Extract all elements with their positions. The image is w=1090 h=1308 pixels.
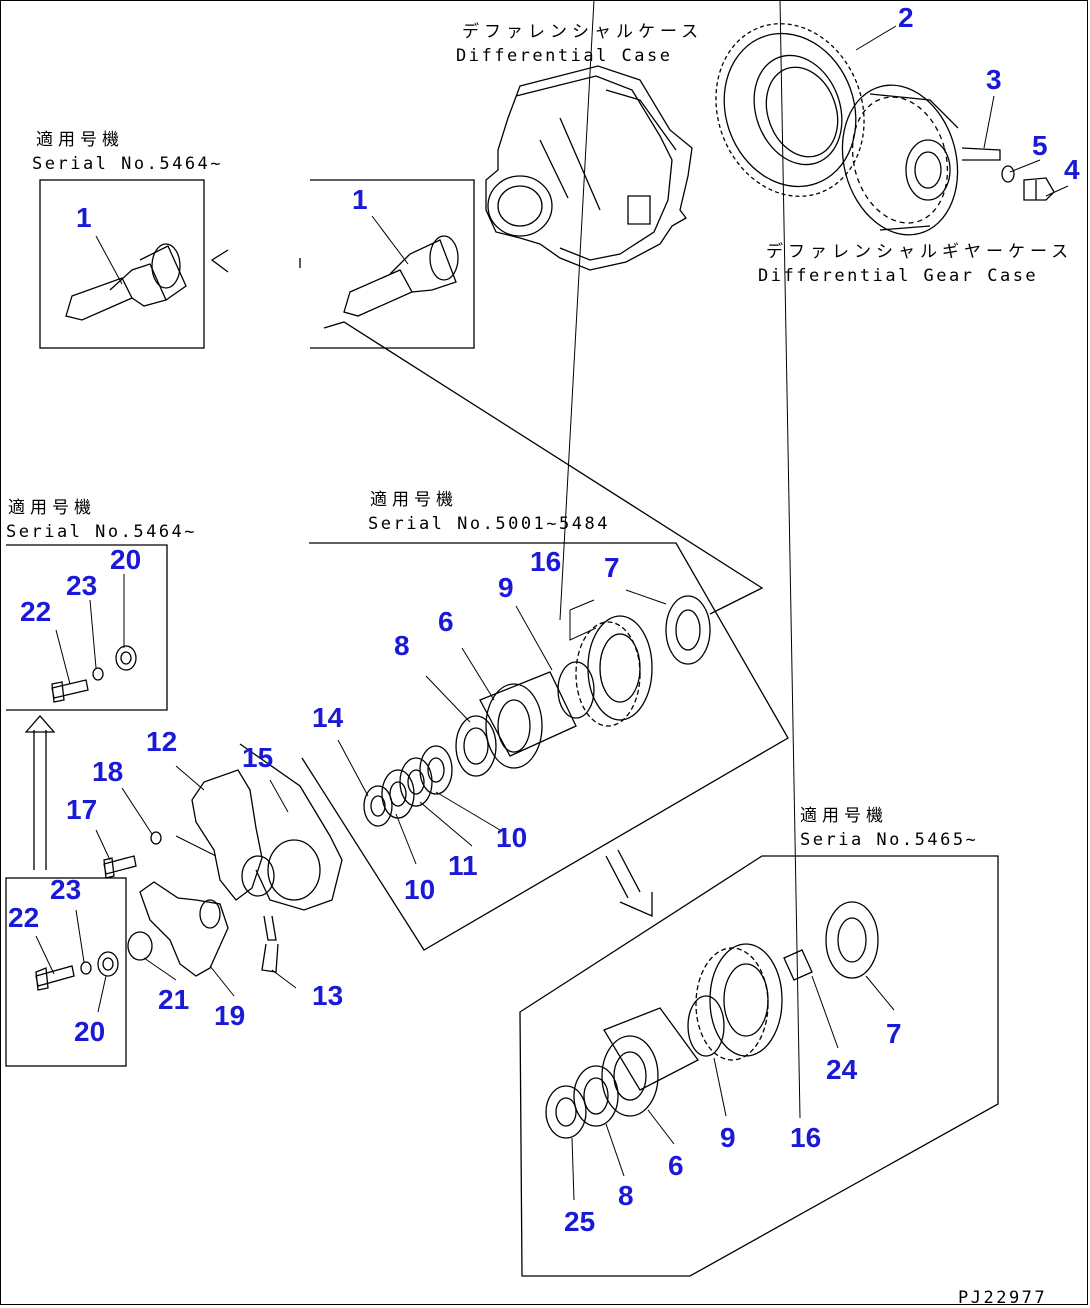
differential-case [485, 65, 693, 271]
caption-applicable-b: 適用号機 [8, 498, 96, 518]
bearing-cage-part-12 [191, 769, 275, 901]
carrier-part-6-new [601, 1007, 699, 1117]
o-ring-part-21 [127, 931, 153, 961]
caption-serial-b: Serial No.5464~ [6, 522, 198, 542]
callout-21: 21 [158, 984, 190, 1015]
pinion-shaft-old [343, 235, 459, 317]
bolt-kit-upper [51, 645, 137, 703]
callout-8-old: 8 [394, 630, 410, 661]
inset-box-bolts-lower [5, 877, 127, 1067]
callout-18: 18 [92, 756, 124, 787]
plates-part-16-old [575, 615, 653, 727]
callout-5: 5 [1032, 130, 1048, 161]
bolt-part-17 [103, 855, 137, 879]
caption-applicable-d: 適用号機 [800, 806, 888, 826]
differential-gear-case [841, 84, 959, 236]
callout-10-right: 10 [496, 822, 528, 853]
callout-12: 12 [146, 726, 178, 757]
gear-part-9-new [687, 995, 725, 1057]
callout-16-old: 16 [530, 546, 562, 577]
callout-6-old: 6 [438, 606, 454, 637]
pinion-shaft-new [65, 243, 187, 321]
callout-16-new: 16 [790, 1122, 822, 1153]
inset-box-pinion-new [39, 179, 205, 349]
callout-1-new: 1 [76, 202, 92, 233]
caption-serial-d: Seria No.5465~ [800, 830, 979, 850]
caption-diff-case-en: Differential Case [456, 46, 673, 66]
bearing-part-7-new [825, 901, 879, 979]
bolt-part-4 [1023, 177, 1055, 201]
down-arrow [605, 849, 653, 917]
callout-7-old: 7 [604, 552, 620, 583]
bearing-part-8-new [573, 1065, 619, 1127]
spacer-part-24 [783, 949, 813, 981]
callout-10-left: 10 [404, 874, 436, 905]
plates-part-16-new [695, 943, 783, 1061]
callout-20-upper: 20 [110, 544, 142, 575]
washer-part-5 [1001, 165, 1015, 183]
callout-4: 4 [1064, 154, 1080, 185]
callout-19: 19 [214, 1000, 246, 1031]
callout-3: 3 [986, 64, 1002, 95]
callout-23-upper: 23 [66, 570, 98, 601]
yoke-part-19 [139, 881, 229, 977]
spacer-part-14 [363, 785, 393, 827]
pin-part-3 [961, 147, 1001, 161]
caption-diff-gear-case-en: Differential Gear Case [758, 266, 1039, 286]
inset-box-pinion-old [310, 179, 475, 349]
washer-part-18 [150, 831, 162, 845]
callout-14: 14 [312, 702, 344, 733]
bolt-kit-lower [35, 951, 119, 991]
caption-diff-gear-case-jp: デファレンシャルギヤーケース [766, 242, 1074, 262]
bearing-part-8-old [455, 715, 497, 777]
cover-part-15 [239, 743, 343, 911]
leader-pinion-to-group [323, 321, 764, 615]
caption-diff-case-jp: デファレンシャルケース [462, 22, 704, 42]
up-arrow [24, 715, 56, 870]
group-outline-old-series [301, 542, 789, 951]
breather-part-13 [261, 915, 279, 973]
group-outline-new-series [519, 855, 999, 1277]
ring-gear [715, 23, 865, 197]
callout-20-lower: 20 [74, 1016, 106, 1047]
shims-10-11 [381, 745, 453, 819]
callout-9-old: 9 [498, 572, 514, 603]
carrier-part-6-old [479, 671, 577, 769]
callout-15: 15 [242, 742, 274, 773]
callout-9-new: 9 [720, 1122, 736, 1153]
callout-2: 2 [898, 2, 914, 33]
callout-24: 24 [826, 1054, 858, 1085]
seal-part-25 [545, 1085, 587, 1139]
caption-applicable-a: 適用号機 [36, 130, 124, 150]
caption-serial-a: Serial No.5464~ [32, 154, 224, 174]
callout-22-lower: 22 [8, 902, 40, 933]
inset-box-bolts-upper [6, 544, 168, 711]
callout-6-new: 6 [668, 1150, 684, 1181]
callout-11: 11 [448, 850, 478, 881]
callout-7-new: 7 [886, 1018, 902, 1049]
callout-leaders [35, 0, 1069, 1201]
callout-13: 13 [312, 980, 344, 1011]
callout-1-old: 1 [352, 184, 368, 215]
callout-8-new: 8 [618, 1180, 634, 1211]
caption-applicable-c: 適用号機 [370, 490, 458, 510]
callout-22-upper: 22 [20, 596, 52, 627]
callout-25: 25 [564, 1206, 596, 1237]
arrow-left-marker [210, 249, 229, 273]
bearing-part-7-old [665, 595, 711, 665]
callout-17: 17 [66, 794, 98, 825]
drawing-number: PJ22977 [958, 1288, 1048, 1308]
caption-serial-c: Serial No.5001~5484 [368, 514, 610, 534]
callout-23-lower: 23 [50, 874, 82, 905]
gear-part-9-old [557, 661, 595, 719]
